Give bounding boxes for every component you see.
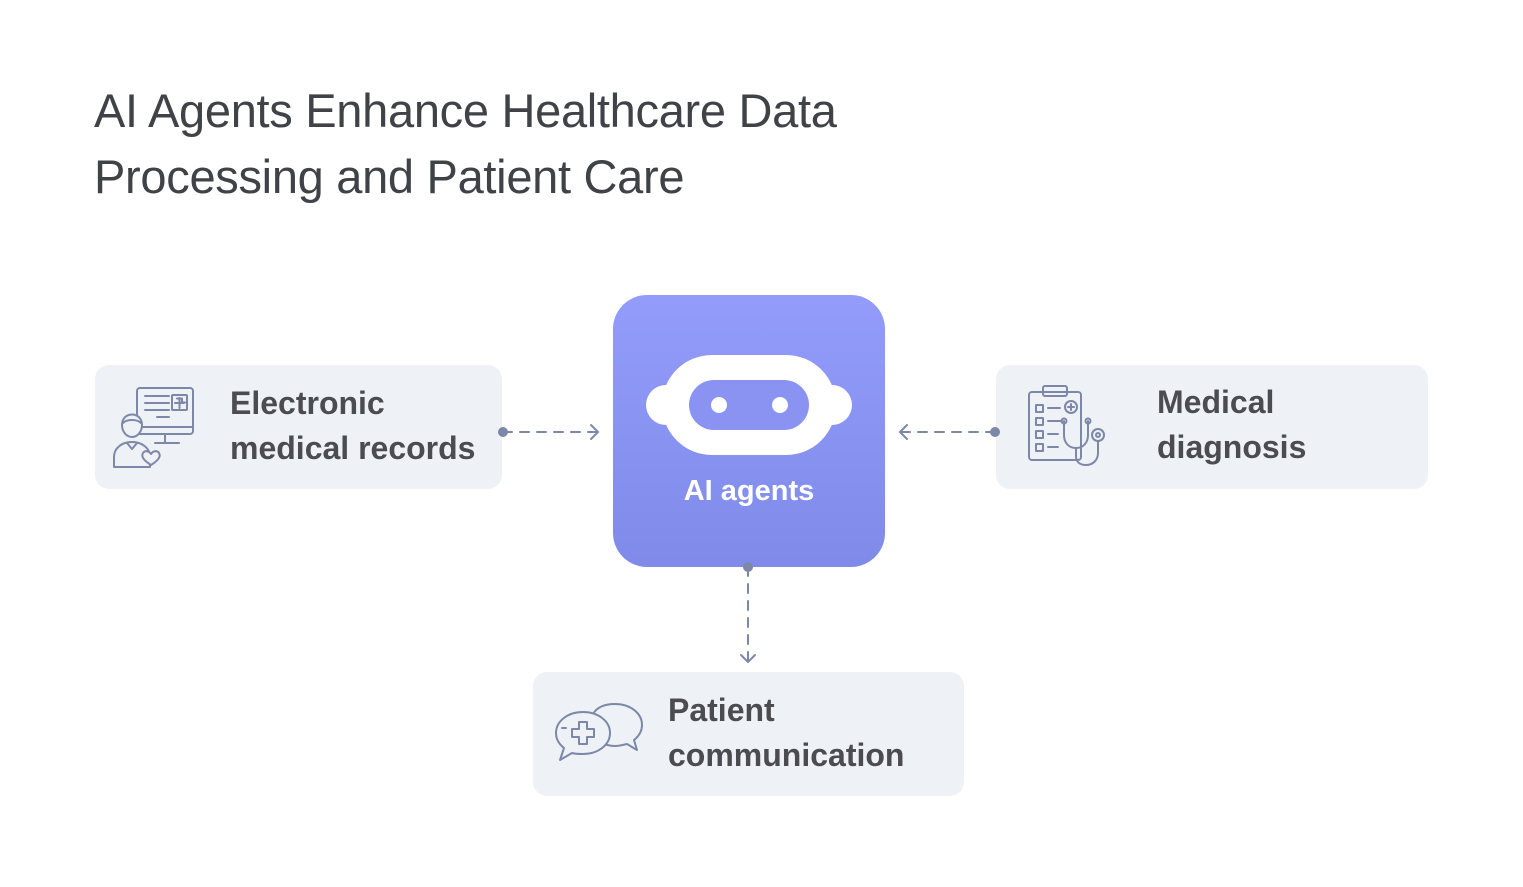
card-label: Patient communication xyxy=(668,688,904,778)
robot-face-icon xyxy=(646,353,852,458)
chat-bubbles-cross-icon xyxy=(553,702,645,766)
card-label: Electronic medical records xyxy=(230,381,475,471)
title-line-1: AI Agents Enhance Healthcare Data xyxy=(94,84,837,137)
card-patient-communication: Patient communication xyxy=(533,672,964,796)
card-label: Medical diagnosis xyxy=(1157,380,1306,470)
card-label-line-1: Medical xyxy=(1157,384,1275,420)
title-line-2: Processing and Patient Care xyxy=(94,150,685,203)
card-medical-diagnosis: Medical diagnosis xyxy=(996,365,1428,489)
doctor-monitor-icon xyxy=(111,385,197,469)
card-label-line-1: Patient xyxy=(668,692,775,728)
arrowhead-emr xyxy=(590,424,600,440)
arrowhead-diagnosis xyxy=(898,424,908,440)
page-title: AI Agents Enhance Healthcare Data Proces… xyxy=(94,78,994,210)
ai-agents-label: AI agents xyxy=(683,475,815,507)
card-electronic-medical-records: Electronic medical records xyxy=(95,365,502,489)
ai-agents-node: AI agents xyxy=(613,295,885,567)
card-label-line-2: medical records xyxy=(230,430,476,466)
card-label-line-2: diagnosis xyxy=(1157,429,1307,465)
arrowhead-communication xyxy=(740,654,756,664)
card-label-line-2: communication xyxy=(668,737,905,773)
clipboard-stethoscope-icon xyxy=(1026,383,1110,469)
card-label-line-1: Electronic xyxy=(230,385,385,421)
